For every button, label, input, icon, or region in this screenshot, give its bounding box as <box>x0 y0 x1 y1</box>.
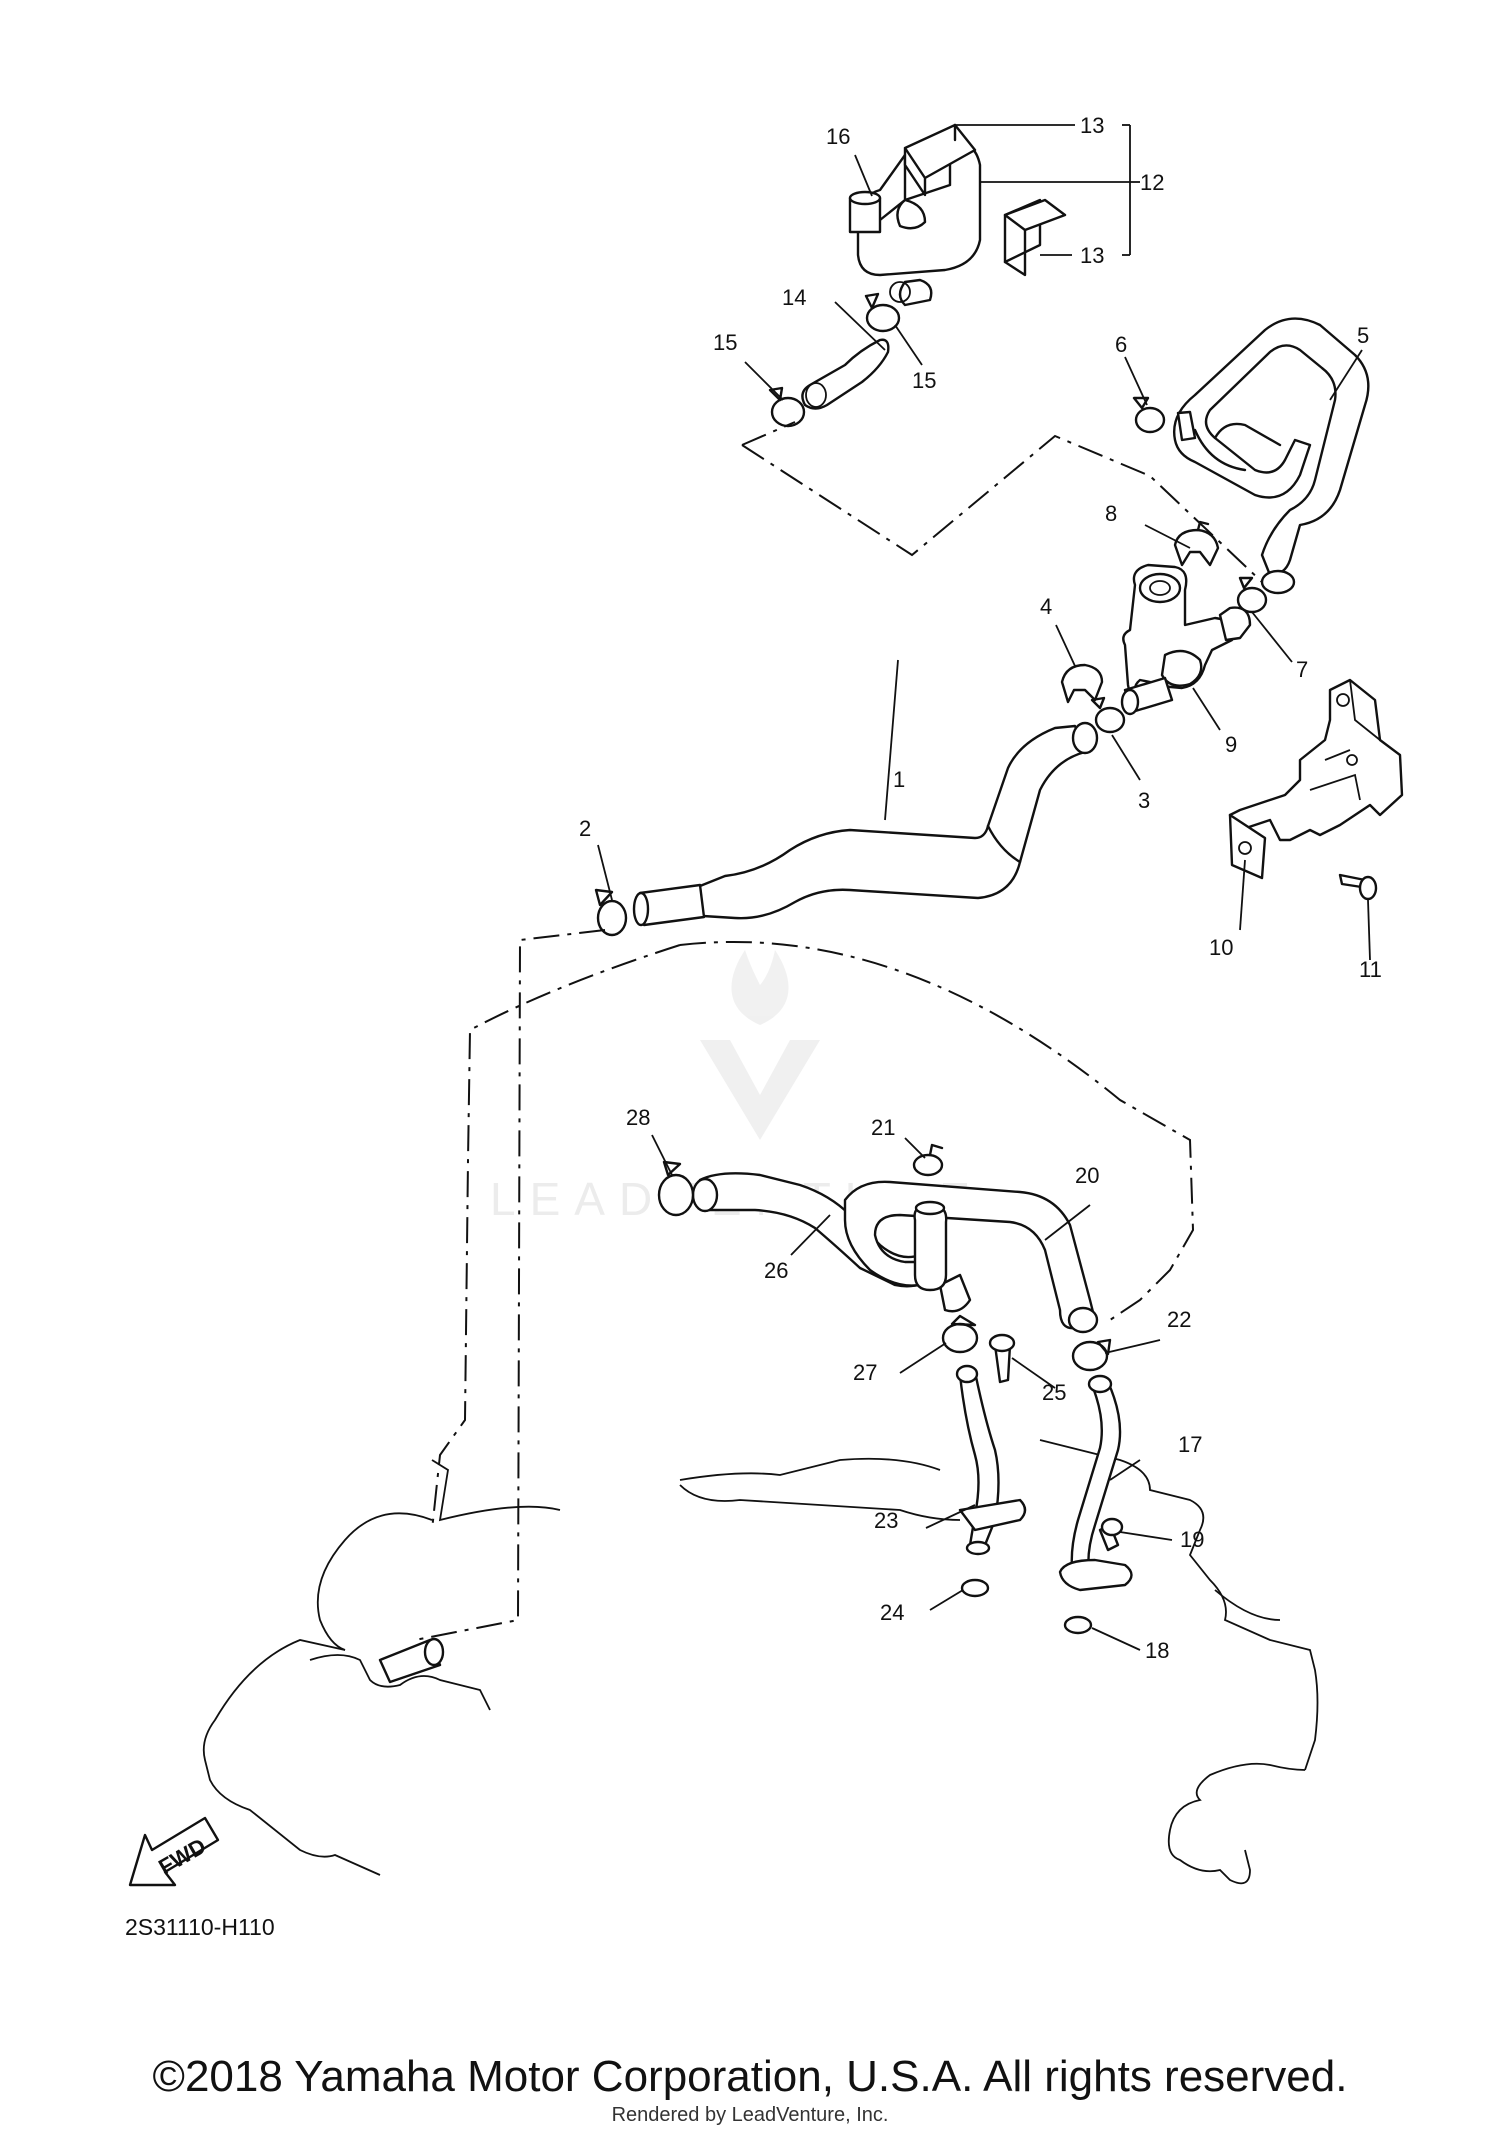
callout-9: 9 <box>1225 732 1237 757</box>
callout-13-upper: 13 <box>1080 113 1104 138</box>
callout-17: 17 <box>1178 1432 1202 1457</box>
drawing-code: 2S31110-H110 <box>125 1914 275 1940</box>
callout-18: 18 <box>1145 1638 1169 1663</box>
route-link-upper <box>741 421 1263 583</box>
callout-16: 16 <box>826 124 850 149</box>
callout-5: 5 <box>1357 323 1369 348</box>
callout-7: 7 <box>1296 657 1308 682</box>
hose-20 <box>843 1180 1099 1334</box>
cap-21 <box>912 1143 944 1177</box>
callout-3: 3 <box>1138 788 1150 813</box>
callout-26: 26 <box>764 1258 788 1283</box>
hose-14 <box>801 338 890 410</box>
gasket-24 <box>960 1578 990 1598</box>
callout-10: 10 <box>1209 935 1233 960</box>
bolt-19 <box>1098 1517 1124 1552</box>
gasket-18 <box>1063 1615 1093 1635</box>
callout-11: 11 <box>1359 957 1382 982</box>
callout-27: 27 <box>853 1360 877 1385</box>
clamp-15-upper <box>864 292 901 333</box>
copyright-notice: ©2018 Yamaha Motor Corporation, U.S.A. A… <box>152 2052 1348 2101</box>
clamp-4 <box>1060 663 1104 704</box>
fwd-arrow-icon: FWD <box>128 1816 220 1887</box>
callout-21: 21 <box>871 1115 895 1140</box>
clamp-6 <box>1132 396 1166 434</box>
callout-23: 23 <box>874 1508 898 1533</box>
air-pipe-5 <box>1173 317 1370 595</box>
callout-20: 20 <box>1075 1163 1099 1188</box>
clamp-2 <box>594 888 628 937</box>
callout-22: 22 <box>1167 1307 1191 1332</box>
callout-2: 2 <box>579 816 591 841</box>
air-cut-valve-9 <box>1122 563 1252 707</box>
pipe-23 <box>955 1364 1027 1556</box>
callout-4: 4 <box>1040 594 1052 619</box>
engine-outline-dashed <box>414 929 1195 1641</box>
filter-element-lower <box>1003 198 1067 277</box>
callout-25: 25 <box>1042 1380 1066 1405</box>
bolt-25 <box>988 1333 1016 1384</box>
bracket-10 <box>1228 678 1404 880</box>
callout-8: 8 <box>1105 501 1117 526</box>
filter-element-upper <box>903 123 977 197</box>
watermark-logo <box>700 950 820 1140</box>
clamp-15-lower <box>768 386 806 428</box>
clamp-27 <box>941 1314 979 1354</box>
callout-14: 14 <box>782 285 806 310</box>
callout-13-lower: 13 <box>1080 243 1104 268</box>
clamp-22 <box>1071 1338 1112 1372</box>
clamp-28 <box>657 1160 695 1217</box>
leader-lines <box>597 124 1371 1651</box>
hose-1 <box>632 721 1099 927</box>
clamp-3 <box>1090 696 1126 734</box>
hose-stub-9 <box>1120 676 1174 716</box>
callout-28: 28 <box>626 1105 650 1130</box>
bolt-11 <box>1338 873 1378 901</box>
engine-silhouette <box>202 1439 1319 1885</box>
rendered-by-notice: Rendered by LeadVenture, Inc. <box>611 2104 889 2126</box>
callout-19: 19 <box>1180 1527 1204 1552</box>
callout-labels: 1 2 3 4 5 6 7 8 9 10 11 12 13 13 14 15 1… <box>579 113 1382 1663</box>
callout-15-left: 15 <box>713 330 737 355</box>
pipe-17 <box>1058 1374 1133 1592</box>
clamp-8 <box>1173 520 1220 567</box>
callout-1: 1 <box>893 767 905 792</box>
callout-12: 12 <box>1140 170 1164 195</box>
callout-15-right: 15 <box>912 368 936 393</box>
callout-6: 6 <box>1115 332 1127 357</box>
callout-24: 24 <box>880 1600 904 1625</box>
